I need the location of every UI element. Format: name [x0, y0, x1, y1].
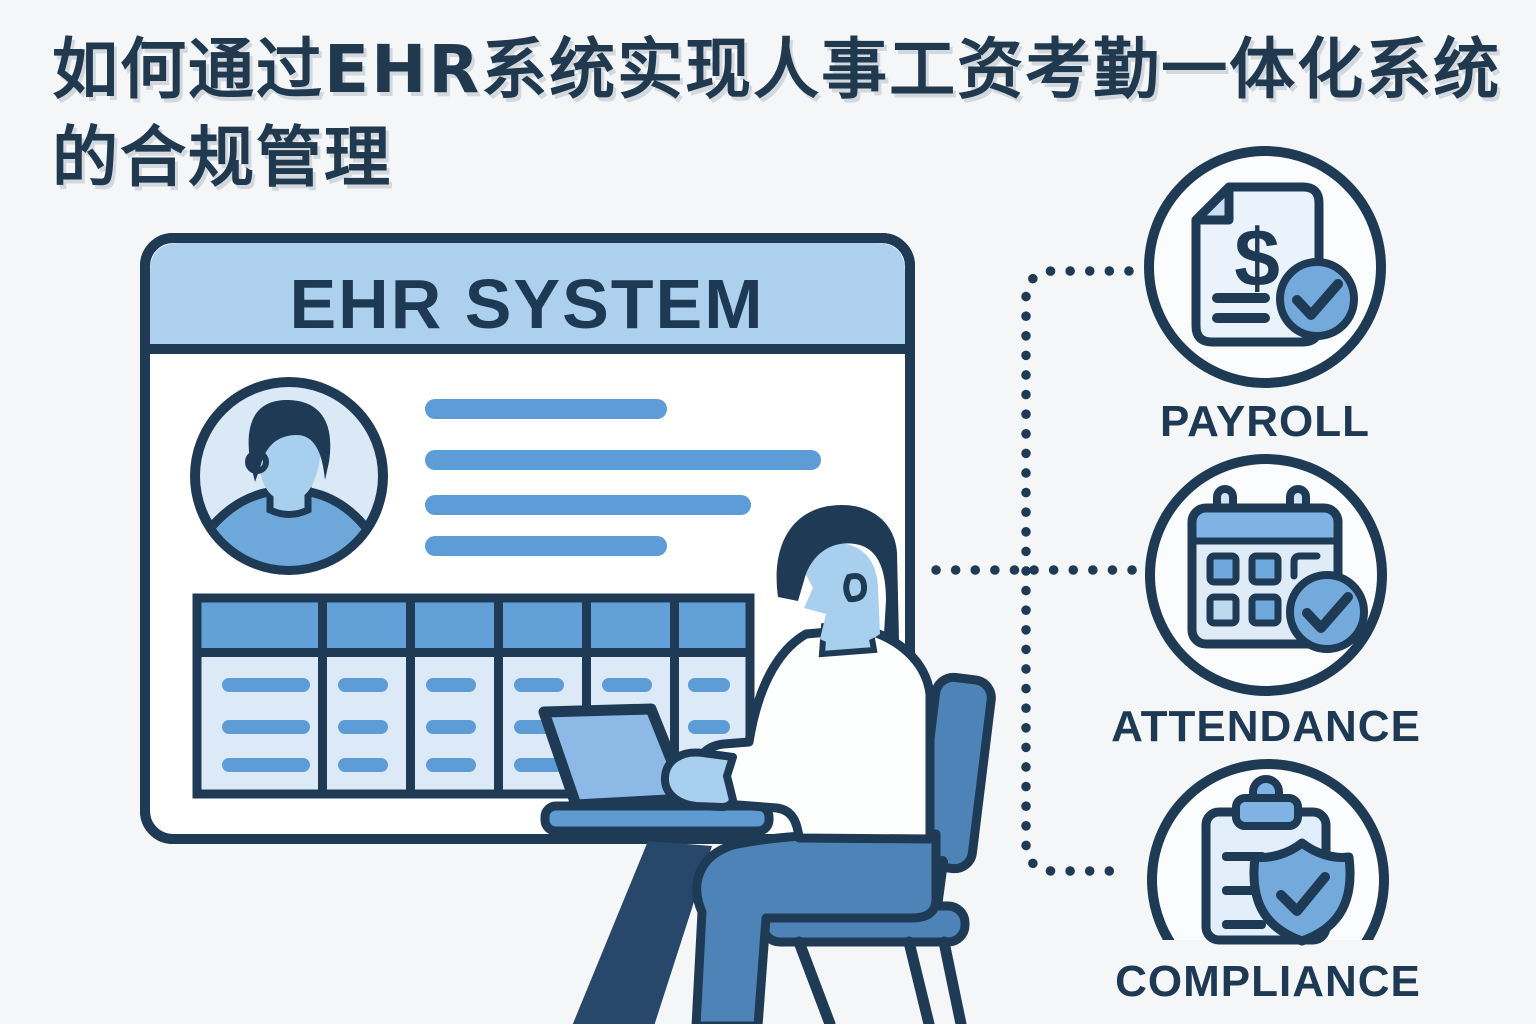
dotted-connectors [931, 266, 1145, 876]
check-badge [1276, 258, 1358, 340]
profile-text-bars [425, 399, 821, 556]
dollar-sign: $ [1234, 213, 1280, 304]
text-bar [425, 450, 821, 470]
check-icon [1302, 592, 1353, 633]
back-leg [572, 841, 712, 1024]
check-icon [1276, 872, 1330, 916]
text-bar [425, 495, 751, 515]
chair [758, 672, 996, 1024]
table-header-row [197, 598, 750, 652]
ehr-panel-title: EHR SYSTEM [289, 265, 764, 343]
laptop-base [540, 801, 774, 836]
ear [843, 573, 868, 603]
column-separator [670, 598, 679, 794]
person-working [572, 504, 996, 1024]
compliance-label: COMPLIANCE [1115, 957, 1421, 1006]
avatar-hair [248, 399, 331, 482]
text-bar [425, 399, 667, 419]
chair-legs [793, 936, 967, 1024]
partial-day-cell [1290, 552, 1321, 580]
laptop [538, 703, 774, 836]
connector-branch-line [1021, 266, 1134, 876]
check-icon [1292, 279, 1343, 320]
column-separator [494, 598, 503, 794]
face [796, 542, 880, 645]
avatar [190, 377, 388, 575]
check-badge [1286, 571, 1368, 653]
clipboard-shield-icon [1201, 775, 1355, 946]
column-separator [406, 598, 415, 794]
page-title: 如何通过EHR系统实现人事工资考勤一体化系统 的合规管理 [52, 26, 1512, 203]
shield [1249, 838, 1355, 946]
column-separator [582, 598, 591, 794]
payroll-label: PAYROLL [1160, 397, 1370, 446]
hair [776, 504, 899, 640]
attendance-label: ATTENDANCE [1111, 702, 1421, 751]
hand [661, 748, 737, 811]
attendance-node: ATTENDANCE [1111, 454, 1421, 751]
compliance-node: COMPLIANCE [1115, 759, 1421, 1006]
folded-corner [1191, 182, 1234, 225]
text-bar [425, 536, 667, 556]
payroll-node: $ PAYROLL [1144, 146, 1386, 446]
invoice-dollar-icon: $ [1191, 182, 1358, 347]
panel-header [150, 243, 905, 344]
title-line-1: 如何通过EHR系统实现人事工资考勤一体化系统 [52, 31, 1502, 108]
calendar-check-icon [1187, 485, 1368, 653]
title-line-2: 的合规管理 [52, 119, 392, 197]
column-separator [318, 598, 327, 794]
